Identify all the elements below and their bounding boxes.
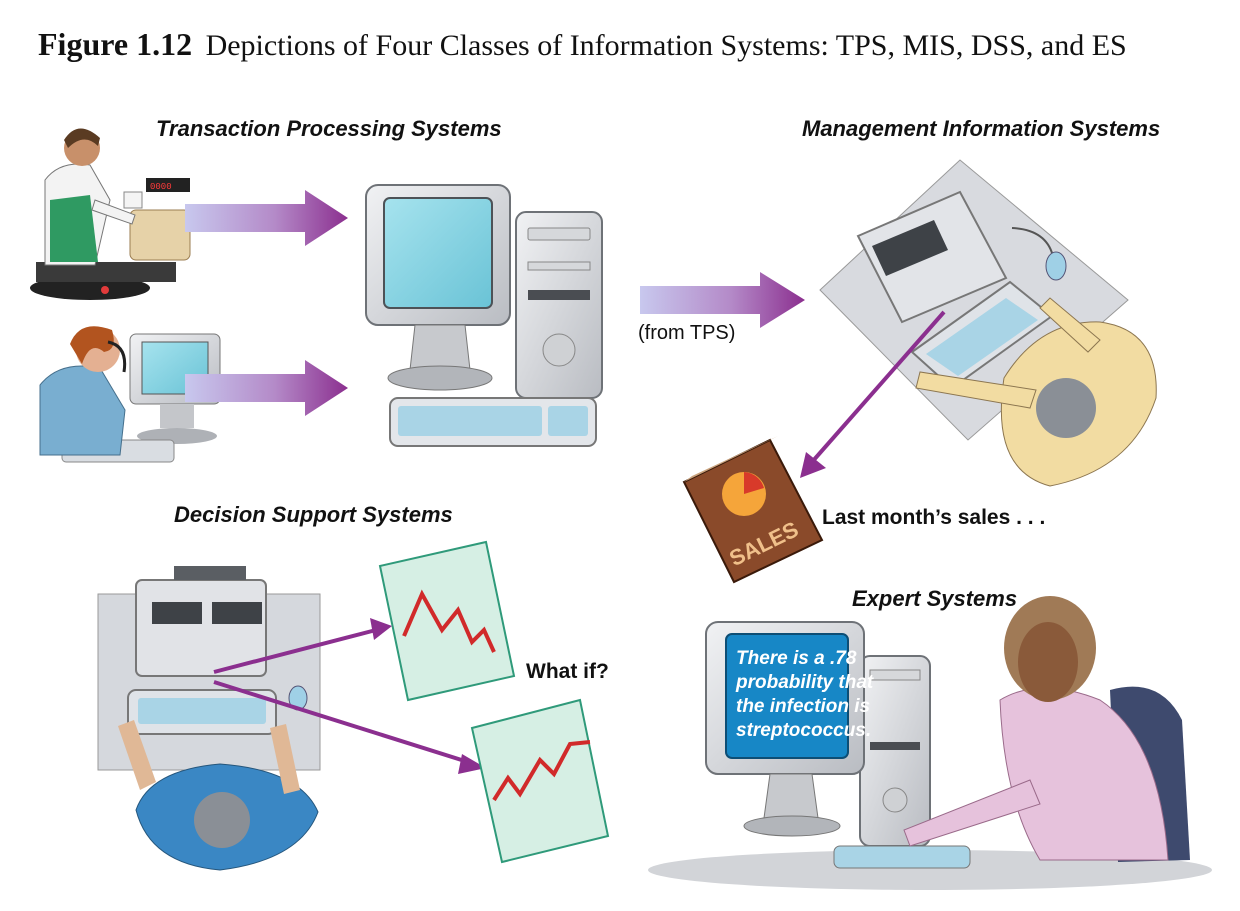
dss-chart-up [470, 698, 610, 864]
expert-screen-line-4: streptococcus. [736, 720, 871, 741]
es-section-label: Expert Systems [852, 586, 1018, 611]
es-scene [648, 596, 1212, 890]
mis-section-label: Management Information Systems [802, 116, 1161, 141]
dss-section-label: Decision Support Systems [174, 502, 453, 527]
expert-screen-line-1: There is a .78 [736, 648, 857, 669]
dss-desk [97, 566, 321, 871]
last-month-sales-label: Last month’s sales . . . [822, 506, 1046, 529]
figure-number: Figure 1.12 [38, 26, 193, 62]
mis-report-arrow [800, 310, 946, 478]
from-tps-arrow [640, 272, 805, 328]
expert-screen-line-3: the infection is [736, 696, 870, 717]
from-tps-label: (from TPS) [638, 322, 736, 344]
operator-figure [39, 326, 221, 463]
register-display: 0000 [150, 182, 172, 192]
tps-section-label: Transaction Processing Systems [156, 116, 502, 141]
cashier-figure: 0000 [30, 128, 191, 300]
tps-arrow-top [185, 190, 348, 246]
dss-chart-down [378, 540, 516, 702]
sales-book: SALES [682, 436, 824, 584]
figure-caption-text: Depictions of Four Classes of Informatio… [205, 29, 1127, 62]
tps-computer [365, 184, 603, 447]
mis-desk [819, 159, 1157, 487]
dss-arrows [213, 618, 486, 774]
expert-screen-text: There is a .78 probability that the infe… [735, 648, 874, 741]
what-if-label: What if? [526, 660, 609, 683]
tps-arrow-bottom [185, 360, 348, 416]
expert-screen-line-2: probability that [735, 672, 874, 693]
figure-caption: Figure 1.12 Depictions of Four Classes o… [38, 26, 1218, 64]
